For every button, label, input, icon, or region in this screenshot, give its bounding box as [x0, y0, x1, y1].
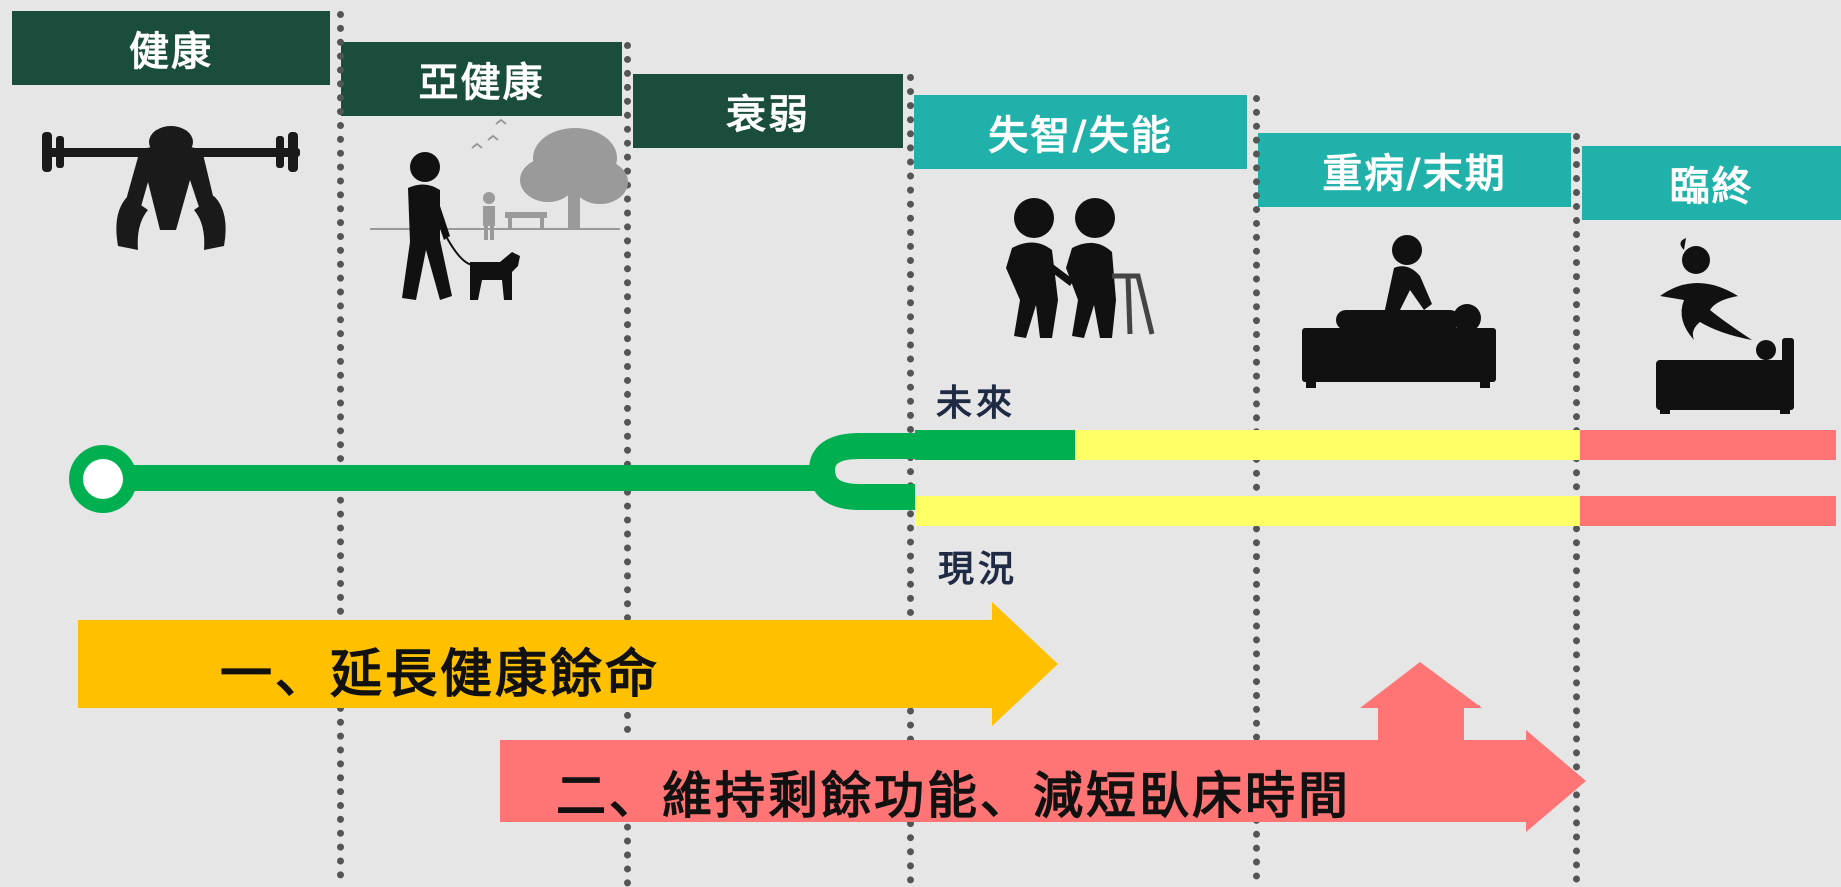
up-arrow	[1360, 662, 1482, 740]
goal2-arrow	[500, 730, 1586, 832]
stage-divider	[1253, 95, 1260, 880]
stage-divider	[337, 11, 344, 879]
main-healthy-line	[100, 465, 822, 491]
goal2-text: 二、維持剩餘功能、減短臥床時間	[556, 767, 1351, 825]
stage-divider	[907, 74, 914, 884]
stage-header-dementia-disability: 失智/失能	[914, 95, 1247, 169]
stage-header-end-of-life: 臨終	[1582, 146, 1841, 220]
future-red-segment	[1580, 430, 1836, 460]
future-label: 未來	[936, 382, 1017, 424]
massage-bed-icon	[1302, 235, 1496, 388]
stage-header-severe-terminal: 重病/末期	[1258, 133, 1571, 207]
stage-divider	[624, 42, 631, 887]
walking-dog-icon	[370, 118, 628, 300]
stage-header-frail: 衰弱	[633, 74, 903, 148]
future-yellow-segment	[1075, 430, 1580, 460]
current-yellow-segment	[915, 496, 1580, 526]
goal1-text: 一、延長健康餘命	[220, 645, 661, 705]
soul-leaving-bed-icon	[1656, 238, 1794, 414]
branch-curve	[808, 433, 915, 510]
stage-header-healthy: 健康	[12, 11, 330, 85]
current-label: 現況	[938, 548, 1019, 590]
caregiver-walker-icon	[1006, 198, 1155, 338]
future-green-segment	[915, 430, 1075, 460]
weightlifting-icon	[42, 126, 300, 250]
stage-header-subhealthy: 亞健康	[341, 42, 622, 116]
goal1-arrow	[78, 602, 1058, 726]
current-red-segment	[1580, 496, 1836, 526]
life-course-timeline	[69, 430, 1836, 526]
